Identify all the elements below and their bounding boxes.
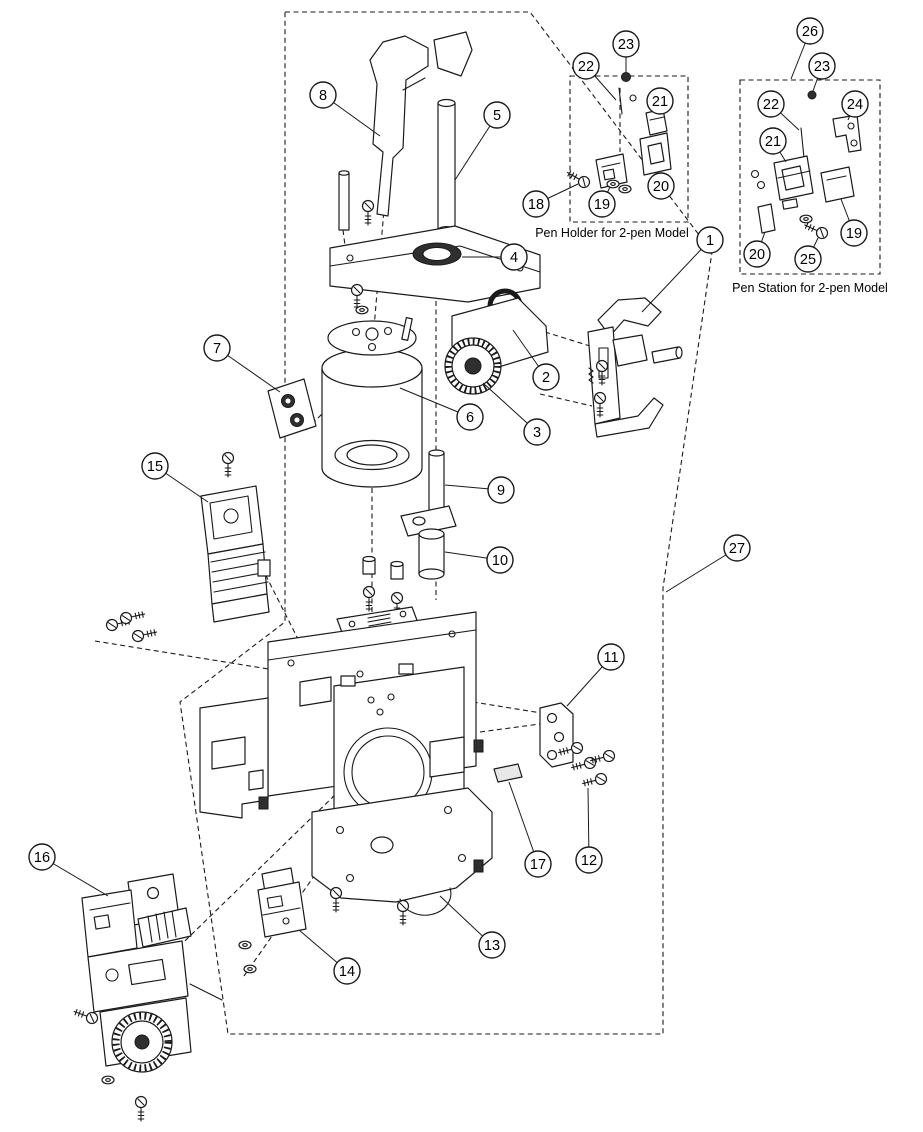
callout-27: 27	[723, 534, 751, 562]
svg-text:26: 26	[802, 24, 818, 40]
inset-pen-station: Pen Station for 2-pen Model	[732, 79, 888, 295]
svg-text:3: 3	[533, 425, 541, 441]
svg-text:25: 25	[800, 252, 816, 268]
part-1-pen-holder-assembly	[587, 297, 683, 438]
svg-text:11: 11	[603, 650, 618, 666]
svg-text:19: 19	[846, 226, 862, 242]
svg-text:14: 14	[339, 964, 355, 980]
callout-20: 20	[743, 240, 771, 268]
callout-26: 26	[796, 17, 824, 45]
pen-holder-label: Pen Holder for 2-pen Model	[535, 226, 689, 240]
callout-20: 20	[647, 172, 675, 200]
callout-16: 16	[28, 843, 56, 871]
callout-25: 25	[794, 245, 822, 273]
part-chassis	[199, 611, 493, 926]
svg-text:9: 9	[497, 483, 505, 499]
fasteners-top-left	[104, 608, 159, 644]
callout-23: 23	[612, 30, 640, 58]
callout-4: 4	[500, 243, 528, 271]
callout-23: 23	[808, 52, 836, 80]
callout-19: 19	[840, 219, 868, 247]
callout-8: 8	[309, 81, 337, 109]
part-14-switch	[238, 867, 307, 974]
svg-text:12: 12	[581, 853, 597, 869]
parts-fasteners-mid	[336, 555, 419, 636]
callout-15: 15	[141, 452, 169, 480]
callout-21: 21	[759, 127, 787, 155]
callout-24: 24	[841, 90, 869, 118]
callout-11: 11	[597, 643, 625, 671]
callout-19: 19	[588, 190, 616, 218]
svg-text:5: 5	[493, 108, 501, 124]
callout-18: 18	[522, 190, 550, 218]
callout-22: 22	[572, 52, 600, 80]
svg-text:22: 22	[578, 59, 594, 75]
part-17-plate	[493, 763, 523, 783]
part-4-bracket-plate	[329, 225, 541, 303]
washer	[355, 305, 369, 315]
screw	[361, 199, 375, 226]
svg-text:23: 23	[814, 59, 830, 75]
part-7-grommet-plate	[267, 378, 317, 439]
callout-17-leader	[508, 781, 539, 865]
svg-text:20: 20	[749, 247, 765, 263]
svg-text:17: 17	[530, 857, 546, 873]
callout-10: 10	[486, 546, 514, 574]
callout-5: 5	[483, 101, 511, 129]
callout-2: 2	[532, 363, 560, 391]
screw	[350, 283, 364, 310]
svg-text:15: 15	[147, 459, 163, 475]
callout-21: 21	[646, 87, 674, 115]
callout-9: 9	[487, 476, 515, 504]
part-3-motor	[444, 297, 549, 395]
callout-17: 17	[524, 850, 552, 878]
svg-text:20: 20	[653, 179, 669, 195]
svg-text:2: 2	[542, 370, 550, 386]
svg-text:23: 23	[618, 37, 634, 53]
callout-1: 1	[696, 226, 724, 254]
svg-text:27: 27	[729, 541, 745, 557]
svg-text:16: 16	[34, 850, 50, 866]
part-11-bracket	[539, 702, 574, 768]
callout-13: 13	[478, 931, 506, 959]
svg-text:13: 13	[484, 938, 500, 954]
svg-text:24: 24	[847, 97, 863, 113]
part-10-cup	[400, 505, 457, 580]
part-5-tube	[437, 98, 456, 235]
part-6-drum	[321, 317, 423, 488]
svg-text:21: 21	[652, 94, 668, 110]
part-post	[338, 170, 350, 231]
callout-14: 14	[333, 957, 361, 985]
callout-27-leader	[665, 547, 738, 593]
svg-text:1: 1	[706, 233, 714, 249]
callout-3: 3	[523, 418, 551, 446]
svg-text:4: 4	[510, 250, 518, 266]
svg-text:6: 6	[466, 410, 474, 426]
svg-text:21: 21	[765, 134, 781, 150]
svg-text:10: 10	[492, 553, 508, 569]
callout-7: 7	[203, 334, 231, 362]
svg-text:18: 18	[528, 197, 544, 213]
svg-text:19: 19	[594, 197, 610, 213]
svg-text:7: 7	[213, 341, 221, 357]
callout-6: 6	[456, 403, 484, 431]
svg-text:22: 22	[763, 97, 779, 113]
callout-22: 22	[757, 90, 785, 118]
inset-pen-station-parts	[750, 90, 862, 241]
svg-text:8: 8	[319, 88, 327, 104]
part-16-pump	[71, 873, 223, 1122]
callout-12: 12	[575, 846, 603, 874]
part-15-solenoid	[200, 451, 271, 623]
pen-station-label: Pen Station for 2-pen Model	[732, 281, 888, 295]
callout-1-leader	[641, 239, 711, 313]
part-8-arm	[369, 31, 473, 217]
